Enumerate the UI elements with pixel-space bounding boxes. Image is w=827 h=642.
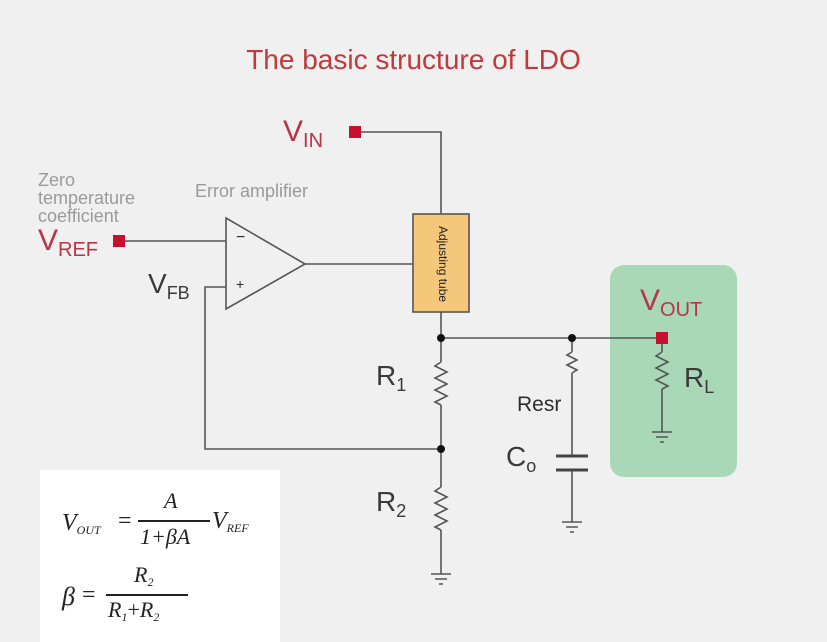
formula-vref: VREF [212,508,249,535]
formula-fraction-bar-2 [106,594,188,596]
r2-ground-symbol [431,573,451,585]
opamp-plus-sign: + [236,276,245,292]
error-amplifier-symbol [225,216,307,311]
load-highlight-box [610,265,737,477]
r1-resistor [433,361,449,406]
formula-eq-2: = [82,582,96,608]
resr-resistor [565,351,579,374]
formula-r2-numerator: R2 [134,562,154,589]
vref-label: VREF [38,224,99,261]
resr-label: Resr [517,393,562,416]
opamp-minus-sign: − [236,229,246,246]
co-label: Co [506,441,537,476]
r2-label: R2 [376,486,407,521]
rl-ground-symbol [652,431,672,443]
reference-source-note: Zero temperature coefficient [38,170,136,226]
vout-pin-marker [656,332,668,344]
adjusting-tube-label: Adjusting tube [436,225,450,303]
diagram-title: The basic structure of LDO [246,44,581,75]
formula-numerator-a: A [164,488,178,513]
vout-label: VOUT [640,284,703,321]
formula-panel: VOUT = A 1+βA VREF β = R2 R1+R2 [40,470,280,642]
vin-pin-marker [349,126,361,138]
vref-pin-marker [113,235,125,247]
r2-resistor [433,486,449,531]
co-ground-symbol [562,521,582,533]
vout-junction-dot [437,334,445,342]
feedback-wire [204,286,441,450]
feedback-junction-dot [437,445,445,453]
formula-r1-r2-denominator: R1+R2 [108,597,160,624]
rl-label: RL [684,362,715,397]
formula-denominator: 1+βA [140,524,191,549]
rl-resistor [654,351,670,390]
resr-junction-dot [568,334,576,342]
vin-wire [361,131,442,214]
vin-label: VIN [283,115,324,152]
formula-vout: VOUT [62,510,101,537]
r1-label: R1 [376,360,407,395]
error-amplifier-label: Error amplifier [195,181,309,201]
formula-eq-1: = [118,508,132,534]
formula-beta: β [62,582,75,611]
formula-fraction-bar-1 [138,520,210,522]
adjusting-tube-box [412,213,470,313]
vfb-label: VFB [148,268,190,303]
